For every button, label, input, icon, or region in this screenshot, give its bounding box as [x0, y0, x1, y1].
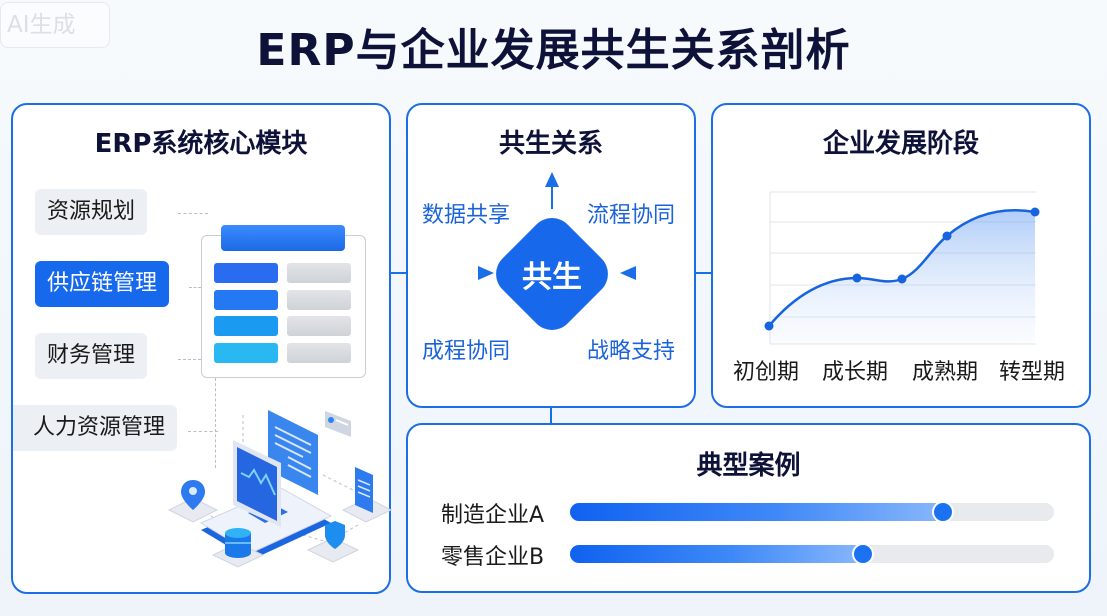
label-strategy-support: 战略支持	[587, 339, 676, 364]
mobile-icon	[341, 467, 393, 523]
ai-generated-badge: AI生成	[0, 2, 110, 48]
module-resource-planning[interactable]: 资源规划	[35, 189, 148, 235]
cases-panel-title: 典型案例	[696, 451, 801, 481]
stage-growth: 成长期	[822, 360, 889, 385]
symbiosis-core-label: 共生	[522, 260, 582, 295]
case-progress-fill-a	[570, 503, 947, 521]
stages-panel-title: 企业发展阶段	[822, 129, 979, 159]
case-label-b: 零售企业B	[441, 545, 545, 570]
location-pin-icon	[167, 480, 219, 523]
arrow-right-icon	[478, 266, 494, 280]
database-icon	[211, 528, 265, 568]
dash-connector	[178, 213, 208, 214]
symbiosis-panel-title: 共生关系	[498, 129, 603, 159]
stage-transform: 转型期	[999, 360, 1066, 385]
label-process-collab: 流程协同	[587, 203, 676, 228]
module-supply-chain[interactable]: 供应链管理	[35, 261, 170, 307]
case-progress-knob-b[interactable]	[852, 543, 874, 565]
module-finance[interactable]: 财务管理	[35, 333, 148, 379]
arrow-up-icon	[545, 172, 559, 187]
dash-connector	[188, 431, 218, 432]
label-cheng-collab: 成程协同	[422, 339, 511, 364]
symbiosis-panel: 共生关系	[406, 103, 696, 408]
stage-startup: 初创期	[733, 360, 800, 385]
case-progress-fill-b	[570, 545, 866, 563]
module-hr[interactable]: 人力资源管理	[13, 405, 178, 451]
erp-modules-panel: ERP系统核心模块 资源规划 供应链管理 财务管理 人力资源管理	[11, 103, 393, 594]
case-progress-b	[570, 543, 1054, 565]
table-header-bar	[221, 225, 345, 251]
label-data-sharing: 数据共享	[422, 203, 511, 228]
table-card-icon	[201, 235, 366, 378]
case-progress-a	[570, 501, 1054, 523]
it-illustration	[167, 410, 393, 568]
monitor-chart-icon	[233, 440, 281, 527]
modules-panel-title: ERP系统核心模块	[94, 129, 308, 159]
page-title: ERP与企业发展共生关系剖析	[256, 25, 851, 76]
message-card-icon	[325, 411, 351, 437]
stage-mature: 成熟期	[912, 360, 979, 385]
case-progress-knob-a[interactable]	[932, 501, 954, 523]
arrow-left-icon	[620, 266, 636, 280]
case-label-a: 制造企业A	[441, 503, 545, 528]
growth-chart	[764, 191, 1040, 345]
dash-connector	[178, 359, 201, 360]
dash-connector	[215, 378, 216, 468]
shield-icon	[306, 521, 360, 563]
dash-connector	[189, 287, 201, 288]
